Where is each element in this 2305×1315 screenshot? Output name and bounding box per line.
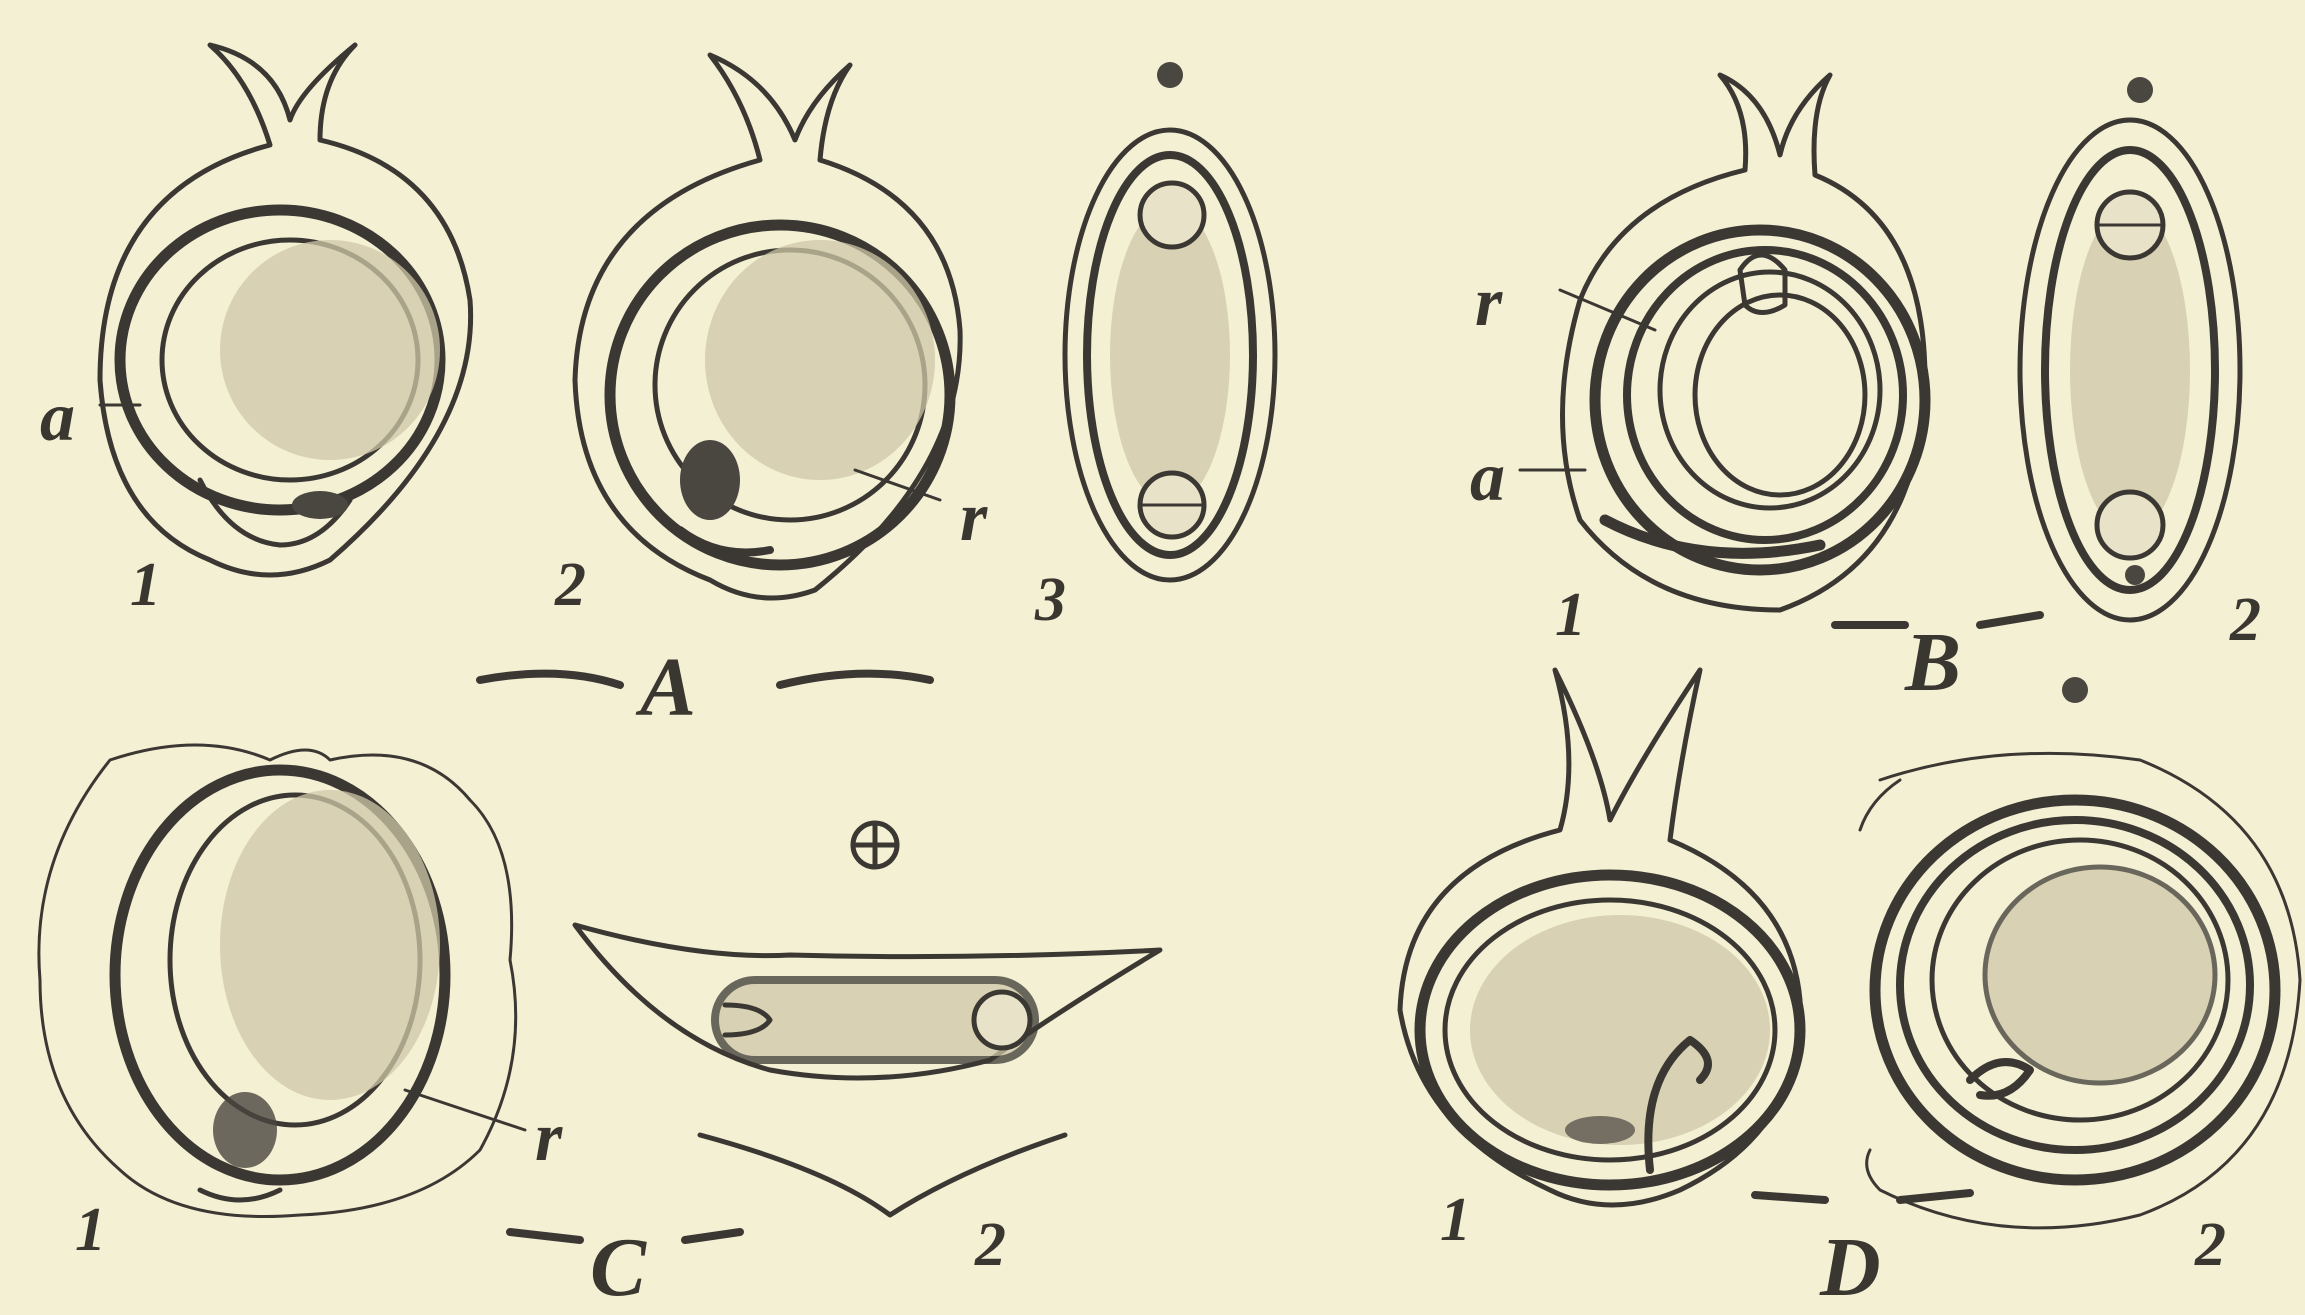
label-a-r: r (960, 479, 988, 556)
figure-a1: a 1 (40, 45, 471, 619)
label-b2-number: 2 (2229, 586, 2261, 654)
label-c-r: r (535, 1099, 563, 1176)
axis-dot-icon (1157, 62, 1183, 88)
label-d1-number: 1 (1440, 1186, 1471, 1254)
label-c2-number: 2 (974, 1211, 1006, 1279)
group-c: r 1 2 C (39, 745, 1160, 1314)
group-d: 1 2 D (1400, 670, 2300, 1314)
label-a1-number: 1 (130, 551, 161, 619)
axis-dot-icon (2127, 77, 2153, 103)
group-a: a 1 r 2 3 A (40, 45, 1275, 734)
label-b-r: r (1475, 264, 1503, 341)
label-group-a: A (635, 641, 696, 734)
figure-b2: 2 (2020, 77, 2261, 654)
figure-b1: r a 1 (1470, 75, 1925, 649)
label-c1-number: 1 (75, 1196, 106, 1264)
figure-c2: 2 (575, 823, 1160, 1279)
label-group-d: D (1819, 1221, 1881, 1314)
figure-a2: r 2 (554, 55, 988, 619)
figure-a3: 3 (1034, 62, 1275, 634)
label-group-c: C (590, 1221, 647, 1314)
label-a2-number: 2 (554, 551, 586, 619)
group-b: r a 1 2 B (1470, 75, 2261, 709)
axis-dot-icon (2062, 677, 2088, 703)
label-d2-number: 2 (2194, 1211, 2226, 1279)
label-a3-number: 3 (1034, 566, 1066, 634)
figure-d1: 1 (1400, 670, 1800, 1254)
label-b-a: a (1470, 439, 1505, 516)
axis-cross-circle-icon (853, 823, 897, 867)
figure-c1: r 1 (39, 745, 563, 1264)
label-group-b: B (1904, 616, 1961, 709)
label-a-a1: a (40, 379, 75, 456)
label-b1-number: 1 (1555, 581, 1586, 649)
figure-d2: 2 (1860, 677, 2300, 1279)
